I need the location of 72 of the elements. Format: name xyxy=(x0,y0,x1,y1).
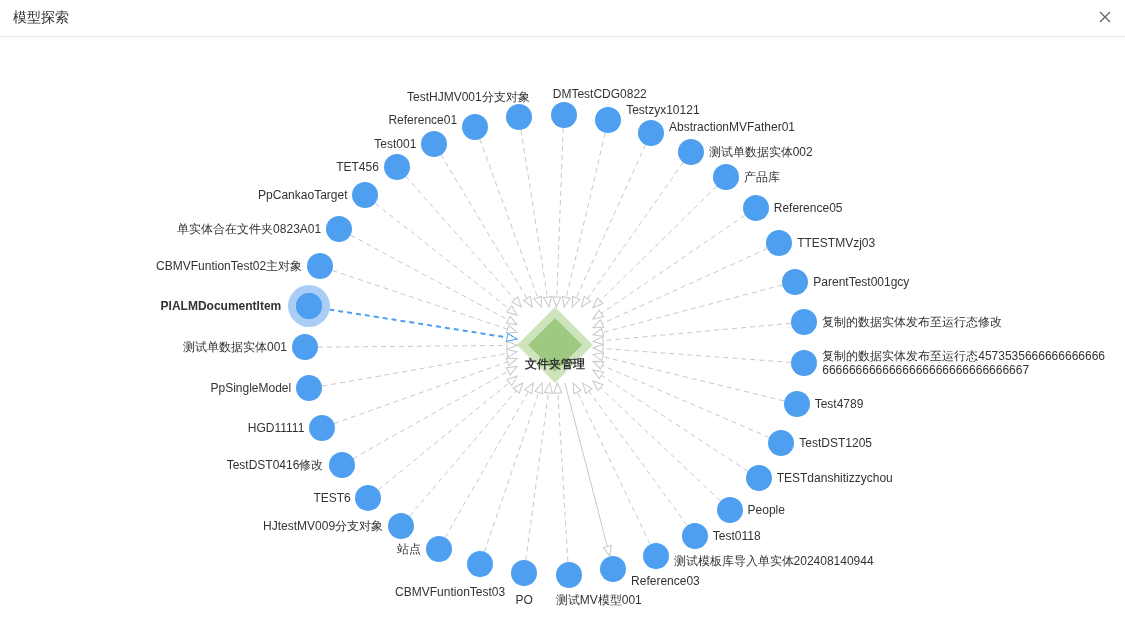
arrow xyxy=(328,308,518,342)
arrow xyxy=(592,369,749,472)
node-label: TestDST1205 xyxy=(799,435,872,450)
arrow xyxy=(553,382,569,563)
arrow xyxy=(572,382,651,545)
node-label: PIALMDocumentItem xyxy=(160,299,282,314)
arrow xyxy=(592,344,792,363)
arrow xyxy=(592,360,770,439)
node-label: 测试单数据实体001 xyxy=(183,340,288,355)
arrow xyxy=(592,380,721,502)
arrow xyxy=(479,138,542,308)
arrow xyxy=(592,322,792,346)
dialog-title: 模型探索 xyxy=(13,8,69,26)
node-label: HGD11111 xyxy=(247,420,305,435)
node-label: PO xyxy=(515,593,533,608)
arrow xyxy=(592,284,784,337)
arrow xyxy=(321,349,518,387)
node-label: People xyxy=(747,502,785,517)
node-label: Test001 xyxy=(374,136,417,151)
node-label: Reference03 xyxy=(631,573,700,588)
arrow xyxy=(582,382,688,526)
arrow xyxy=(592,185,718,309)
node-label: 产品库 xyxy=(743,170,780,185)
arrow xyxy=(333,357,518,425)
arrow xyxy=(444,382,534,538)
node-label: DMTestCDG0822 xyxy=(552,87,647,102)
node-label: TEST6 xyxy=(313,491,351,506)
arrow xyxy=(592,248,768,329)
node-label: CBMVFuntionTest02主对象 xyxy=(156,259,303,274)
node-label: TestHJMV001分支对象 xyxy=(406,90,530,105)
node-label: Test4789 xyxy=(814,396,864,411)
node-label: Reference05 xyxy=(773,200,843,215)
node-label: 测试MV模型001 xyxy=(555,592,642,607)
arrow xyxy=(561,132,606,308)
arrow xyxy=(405,175,522,308)
arrow xyxy=(520,129,552,308)
arrow xyxy=(483,382,544,553)
arrow xyxy=(350,234,518,326)
arrow xyxy=(525,382,553,561)
arrow xyxy=(571,144,647,308)
node-label: TestDST0416修改 xyxy=(226,457,324,472)
node-label: PpSingleModel xyxy=(210,381,292,396)
arrow xyxy=(440,154,533,308)
node-label: 测试模板库导入单实体202408140944 xyxy=(673,553,874,568)
node-label: 站点 xyxy=(396,541,421,556)
arrow xyxy=(409,382,524,517)
arrow xyxy=(592,352,785,402)
arrow xyxy=(581,161,684,308)
node-label: 文件夹管理 xyxy=(525,357,585,371)
arrow xyxy=(377,375,518,491)
arrow xyxy=(374,203,518,316)
arrow xyxy=(564,382,612,557)
node-label: ParentTest001gcy xyxy=(813,274,910,289)
arrow xyxy=(317,340,518,350)
node-label: TET456 xyxy=(336,159,379,174)
node-label: Test0118 xyxy=(712,528,761,543)
node-label: Reference01 xyxy=(388,112,458,127)
node-label: AbstractionMVFather01 xyxy=(668,119,795,134)
node-label: PpCankaoTarget xyxy=(258,188,348,203)
node-label: HJtestMV009分支对象 xyxy=(263,519,384,534)
node-label: 测试单数据实体002 xyxy=(708,144,813,159)
arrow xyxy=(552,127,564,308)
node-label: 单实体合在文件夹0823A01 xyxy=(177,222,322,236)
node-label: 复制的数据实体发布至运行态45735356666666666666666666666666666666666666666667 xyxy=(822,349,1106,378)
arrow xyxy=(592,214,746,320)
arrow xyxy=(331,270,518,334)
node-label: Testzyx10121 xyxy=(626,103,700,118)
arrow xyxy=(352,365,518,460)
node-label: TTESTMVzj03 xyxy=(797,236,876,251)
node-label: TESTdanshitizzychou xyxy=(776,471,893,486)
node-label: 复制的数据实体发布至运行态修改 xyxy=(821,315,1002,330)
node-label: CBMVFuntionTest03 xyxy=(395,585,506,600)
